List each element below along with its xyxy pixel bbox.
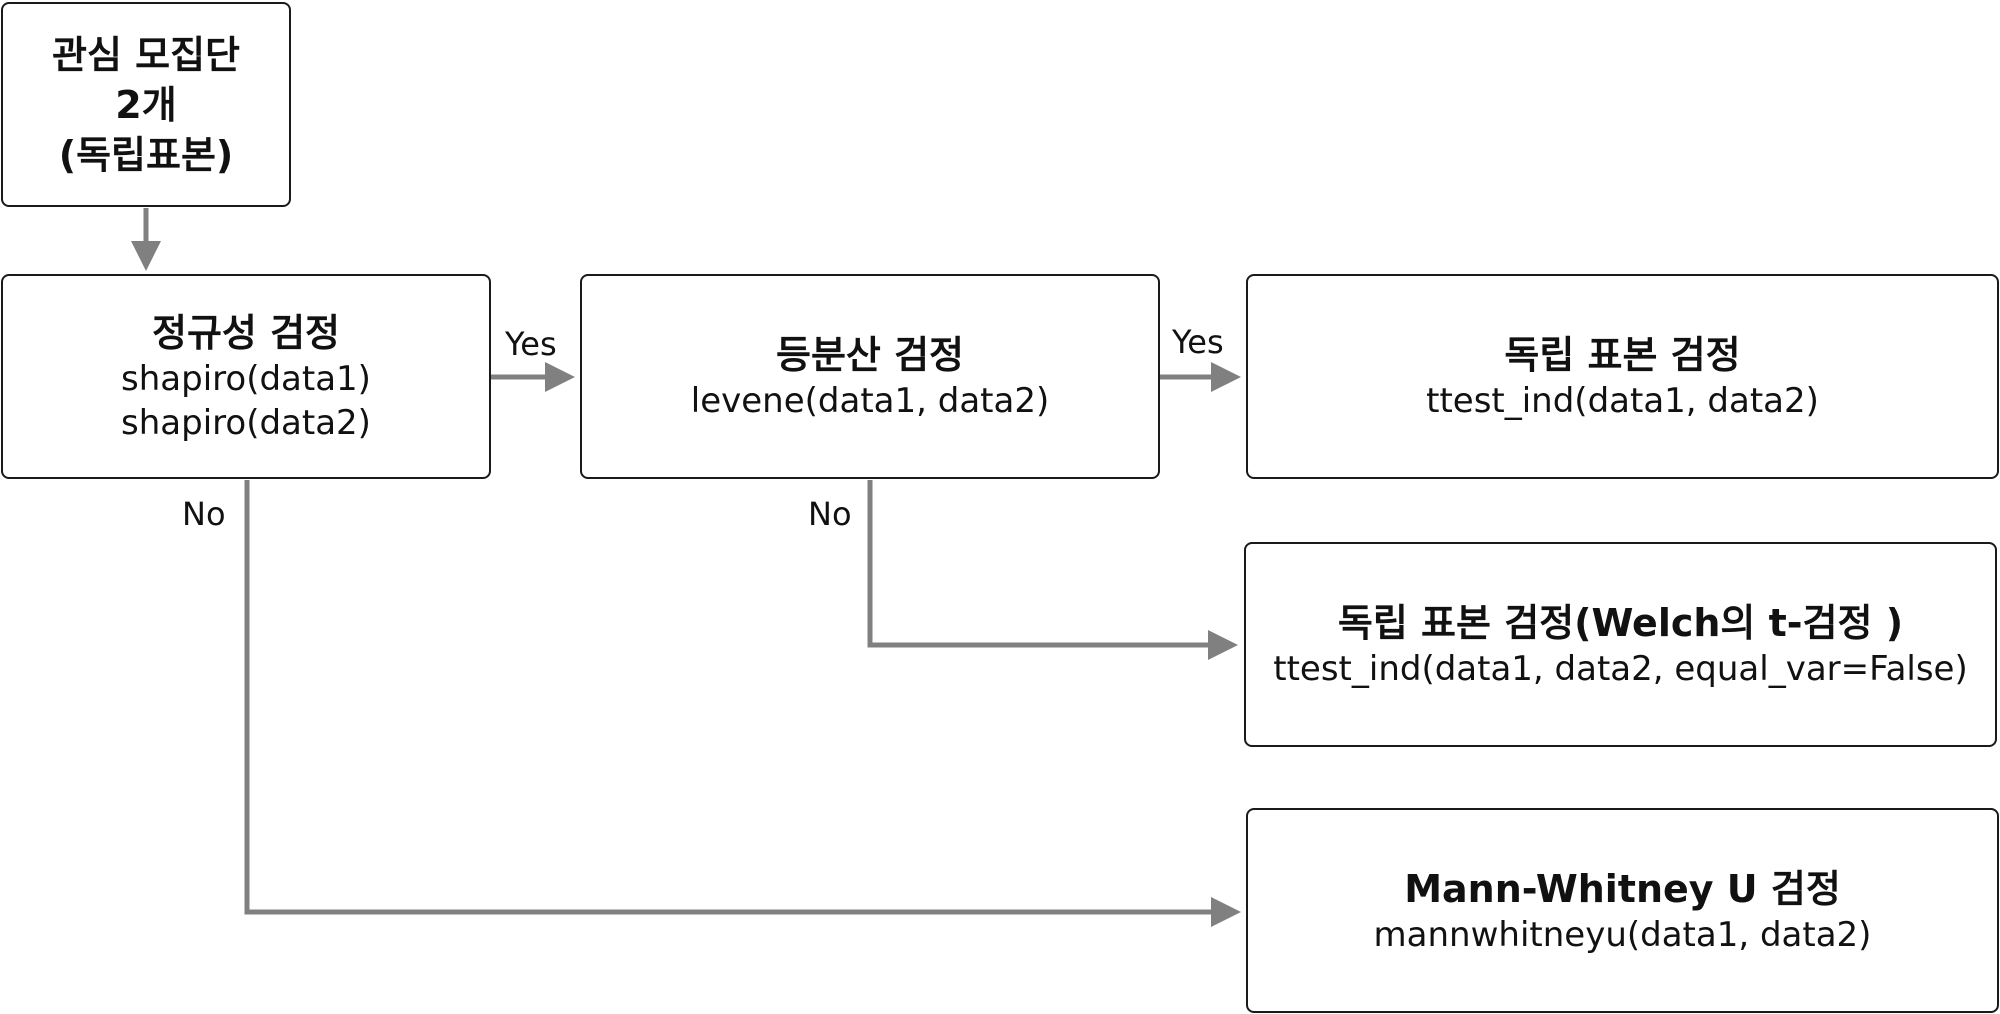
label-equal-variance-yes: Yes — [1172, 323, 1224, 361]
arrow-equal-variance-no — [867, 480, 1238, 660]
start-line-1: 관심 모집단 — [51, 32, 241, 77]
normality-test-code-2: shapiro(data2) — [121, 402, 371, 443]
mann-whitney-box: Mann-Whitney U 검정 mannwhitneyu(data1, da… — [1246, 808, 1999, 1013]
label-equal-variance-no: No — [808, 495, 852, 533]
start-line-2: 2개 — [115, 82, 177, 127]
independent-ttest-title: 독립 표본 검정 — [1504, 332, 1741, 377]
independent-ttest-box: 독립 표본 검정 ttest_ind(data1, data2) — [1246, 274, 1999, 479]
label-normality-no: No — [182, 495, 226, 533]
welch-ttest-box: 독립 표본 검정(Welch의 t-검정 ) ttest_ind(data1, … — [1244, 542, 1997, 747]
equal-variance-test-title: 등분산 검정 — [775, 332, 965, 377]
mann-whitney-title: Mann-Whitney U 검정 — [1404, 866, 1841, 911]
start-box: 관심 모집단 2개 (독립표본) — [1, 2, 291, 207]
start-line-3: (독립표본) — [58, 132, 234, 177]
normality-test-code-1: shapiro(data1) — [121, 358, 371, 399]
equal-variance-test-box: 등분산 검정 levene(data1, data2) — [580, 274, 1160, 479]
mann-whitney-code: mannwhitneyu(data1, data2) — [1373, 914, 1872, 955]
welch-ttest-code: ttest_ind(data1, data2, equal_var=False) — [1273, 648, 1968, 689]
normality-test-box: 정규성 검정 shapiro(data1) shapiro(data2) — [1, 274, 491, 479]
arrow-normality-no — [244, 480, 1241, 927]
independent-ttest-code: ttest_ind(data1, data2) — [1426, 380, 1819, 421]
label-normality-yes: Yes — [505, 325, 557, 363]
normality-test-title: 정규성 검정 — [151, 310, 341, 355]
equal-variance-test-code: levene(data1, data2) — [690, 380, 1050, 421]
welch-ttest-title: 독립 표본 검정(Welch의 t-검정 ) — [1337, 600, 1904, 645]
